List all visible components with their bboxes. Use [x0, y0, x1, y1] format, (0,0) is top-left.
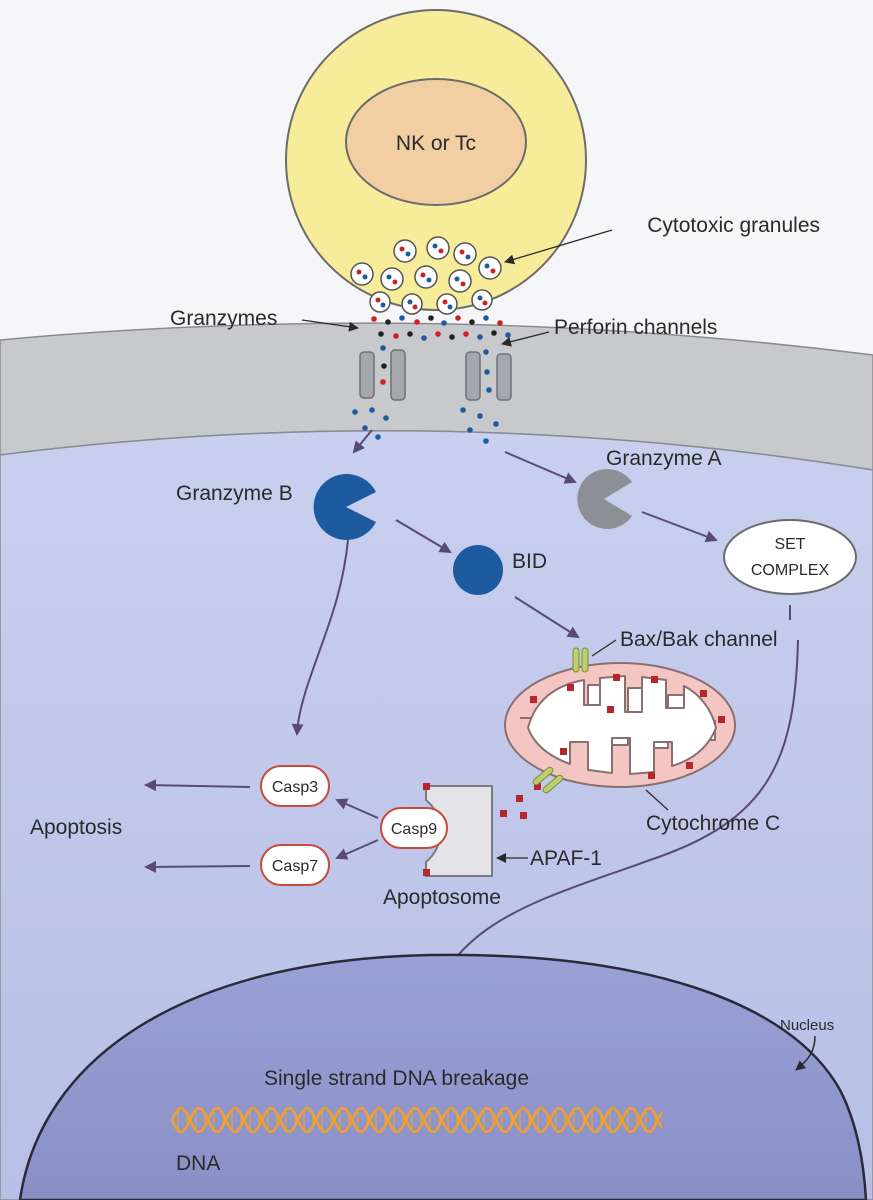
perforin-channels [359, 349, 512, 401]
casp9-to-casp3-arrow [335, 798, 379, 819]
granzyme-b-label: Granzyme B [176, 482, 293, 505]
set-complex-line1: SET [774, 536, 805, 553]
entry-arrow-a [504, 451, 577, 484]
apoptosis-label: Apoptosis [30, 816, 122, 839]
casp7-to-apoptosis-arrow [144, 860, 251, 873]
set-complex [723, 519, 857, 595]
bax-bak-channels [532, 647, 589, 794]
gza-to-set-arrow [641, 511, 718, 543]
target-nucleus [18, 953, 868, 1200]
set-complex-line2: COMPLEX [751, 562, 830, 579]
granzyme-b-shape [313, 474, 376, 540]
entry-arrow-b [352, 429, 373, 454]
apaf1-label: APAF-1 [530, 847, 602, 870]
cytochrome-c-dots [500, 674, 725, 819]
bid-shape [453, 545, 503, 595]
mitochondrion-cristae [527, 675, 717, 775]
apoptosome-label: Apoptosome [383, 886, 501, 909]
casp9-label: Casp9 [391, 821, 437, 838]
nucleus-label: Nucleus [780, 1017, 834, 1034]
set-to-dna-arrow [421, 639, 799, 1022]
bax-bak-leader [591, 639, 617, 657]
dna-helix [170, 1106, 664, 1134]
perforin-channels-label: Perforin channels [554, 316, 717, 339]
cytotoxic-granules [350, 236, 502, 315]
killer-cell-nucleus [345, 78, 527, 206]
dna-label: DNA [176, 1152, 220, 1175]
bid-label: BID [512, 550, 547, 573]
granzymes-leader [301, 319, 359, 332]
casp3-to-apoptosis-arrow [144, 779, 251, 792]
casp3 [260, 765, 330, 807]
cytochrome-c-label: Cytochrome C [646, 812, 780, 835]
bid-to-baxbak-arrow [514, 596, 580, 639]
granzyme-a-shape [577, 469, 632, 529]
gzb-to-casp3-arrow [291, 539, 349, 736]
granzyme-a-label: Granzyme A [606, 447, 722, 470]
granzymes-label: Granzymes [170, 307, 277, 330]
gzb-to-bid-arrow [395, 519, 452, 554]
casp3-label: Casp3 [272, 779, 318, 796]
ssdna-breakage-label: Single strand DNA breakage [264, 1067, 529, 1090]
casp9 [380, 807, 448, 849]
nucleus-leader [795, 1035, 816, 1071]
perforin-leader [501, 331, 550, 347]
casp7-label: Casp7 [272, 858, 318, 875]
killer-cell-label: NK or Tc [396, 132, 476, 155]
cytochrome-c-leader [645, 789, 669, 811]
casp7 [260, 844, 330, 886]
apaf1-cytc-top [423, 783, 430, 790]
released-granzymes [352, 315, 511, 444]
bax-bak-label: Bax/Bak channel [620, 628, 778, 651]
granules-leader [504, 229, 613, 265]
casp9-to-casp7-arrow [335, 839, 379, 860]
cytotoxic-granules-label: Cytotoxic granules [647, 214, 820, 237]
apaf1-cytc-bottom [423, 869, 430, 876]
